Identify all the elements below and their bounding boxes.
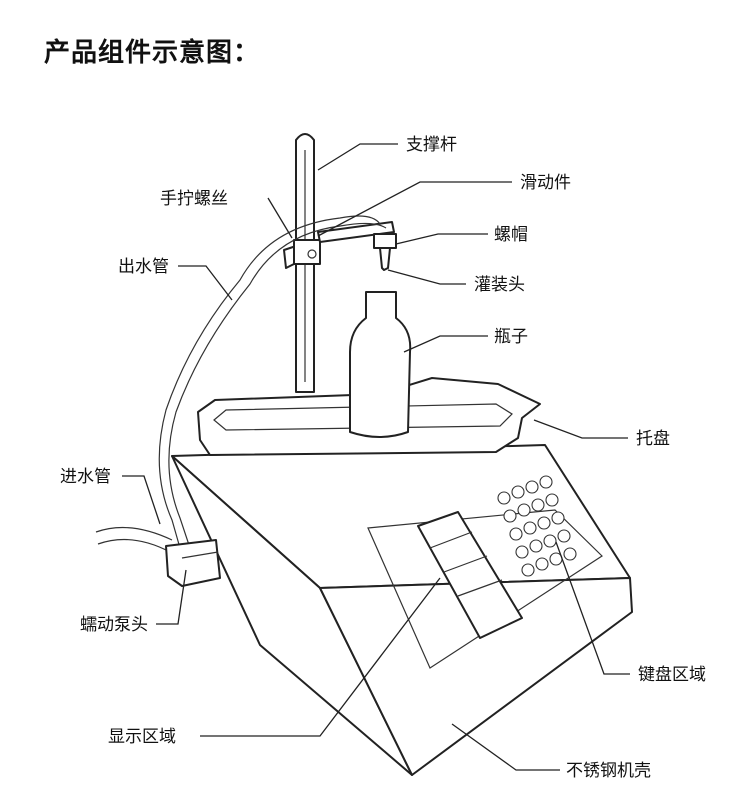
label-hand-screw: 手拧螺丝 [160,189,228,209]
label-filling-head: 灌装头 [474,275,525,295]
label-stainless-shell: 不锈钢机壳 [566,761,651,781]
label-pump-head: 蠕动泵头 [80,615,148,635]
label-outlet-pipe: 出水管 [118,257,169,277]
diagram-title: 产品组件示意图： [44,38,261,68]
label-display-area: 显示区域 [108,727,176,747]
inlet-pipe [95,526,173,553]
label-inlet-pipe: 进水管 [60,467,111,487]
label-support-rod: 支撑杆 [406,135,457,155]
display-area [417,511,523,639]
stainless-steel-housing [171,444,633,776]
nut [373,233,397,249]
label-keypad-area: 键盘区域 [638,665,706,685]
bottle [349,291,412,438]
keypad-area [497,475,577,577]
label-bottle: 瓶子 [494,327,528,347]
label-slider: 滑动件 [520,173,571,193]
outlet-pipe [158,215,387,549]
label-tray: 托盘 [636,429,670,449]
peristaltic-pump-head [165,539,221,587]
leader-lines [122,143,630,771]
label-nut: 螺帽 [494,225,528,245]
slider [293,221,395,265]
filling-head [379,247,391,271]
